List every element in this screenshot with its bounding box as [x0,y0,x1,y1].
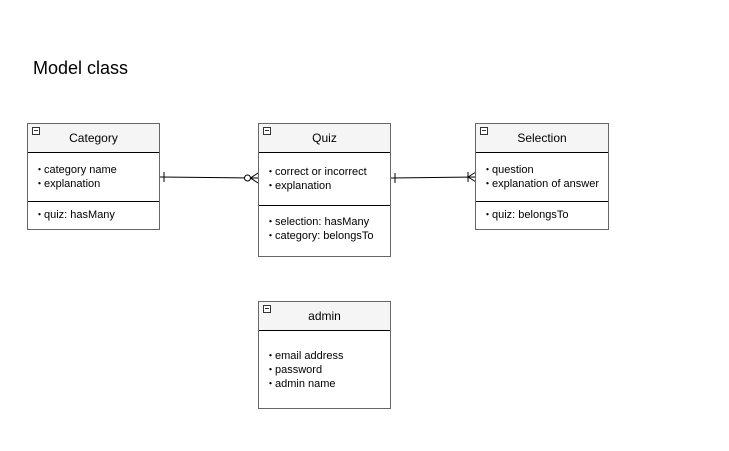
entity-quiz-name: Quiz [312,131,337,145]
connector-category-quiz [159,172,259,184]
relation-item: selection: hasMany [265,215,390,229]
entity-category-attributes: category name explanation [28,153,159,202]
entity-selection-header[interactable]: Selection [476,124,608,153]
entity-category-name: Category [69,131,118,145]
entity-admin-name: admin [308,309,341,323]
collapse-icon[interactable] [32,127,40,135]
attribute-item: email address [265,349,390,363]
relation-item: category: belongsTo [265,229,390,243]
entity-selection-relations: quiz: belongsTo [476,202,608,222]
entity-category-relations: quiz: hasMany [28,202,159,222]
collapse-icon[interactable] [263,305,271,313]
collapse-icon[interactable] [480,127,488,135]
entity-admin-attributes: email address password admin name [259,331,390,391]
attribute-item: admin name [265,377,390,391]
entity-selection-attributes: question explanation of answer [476,153,608,202]
entity-quiz-attributes: correct or incorrect explanation [259,153,390,206]
attribute-item: question [482,163,608,177]
diagram-title: Model class [33,58,129,78]
entity-category[interactable]: Category category name explanation quiz:… [27,123,160,230]
attribute-item: password [265,363,390,377]
attribute-item: explanation of answer [482,177,608,191]
crow-foot-upper [467,171,477,178]
crow-foot-upper [250,172,259,179]
attribute-item: explanation [265,179,390,193]
entity-admin[interactable]: admin email address password admin name [258,301,391,409]
relation-item: quiz: belongsTo [482,208,608,222]
connector-quiz-selection [390,171,477,183]
attribute-item: category name [34,163,159,177]
entity-quiz-header[interactable]: Quiz [259,124,390,153]
relation-item: quiz: hasMany [34,208,159,222]
zero-mark [244,174,251,182]
entity-selection-name: Selection [517,131,567,145]
entity-admin-header[interactable]: admin [259,302,390,331]
entity-category-header[interactable]: Category [28,124,159,153]
crow-foot-lower [250,177,259,184]
entity-selection[interactable]: Selection question explanation of answer… [475,123,609,230]
attribute-item: explanation [34,177,159,191]
attribute-item: correct or incorrect [265,165,390,179]
entity-quiz[interactable]: Quiz correct or incorrect explanation se… [258,123,391,257]
entity-quiz-relations: selection: hasMany category: belongsTo [259,206,390,243]
collapse-icon[interactable] [263,127,271,135]
crow-foot-lower [467,176,477,183]
